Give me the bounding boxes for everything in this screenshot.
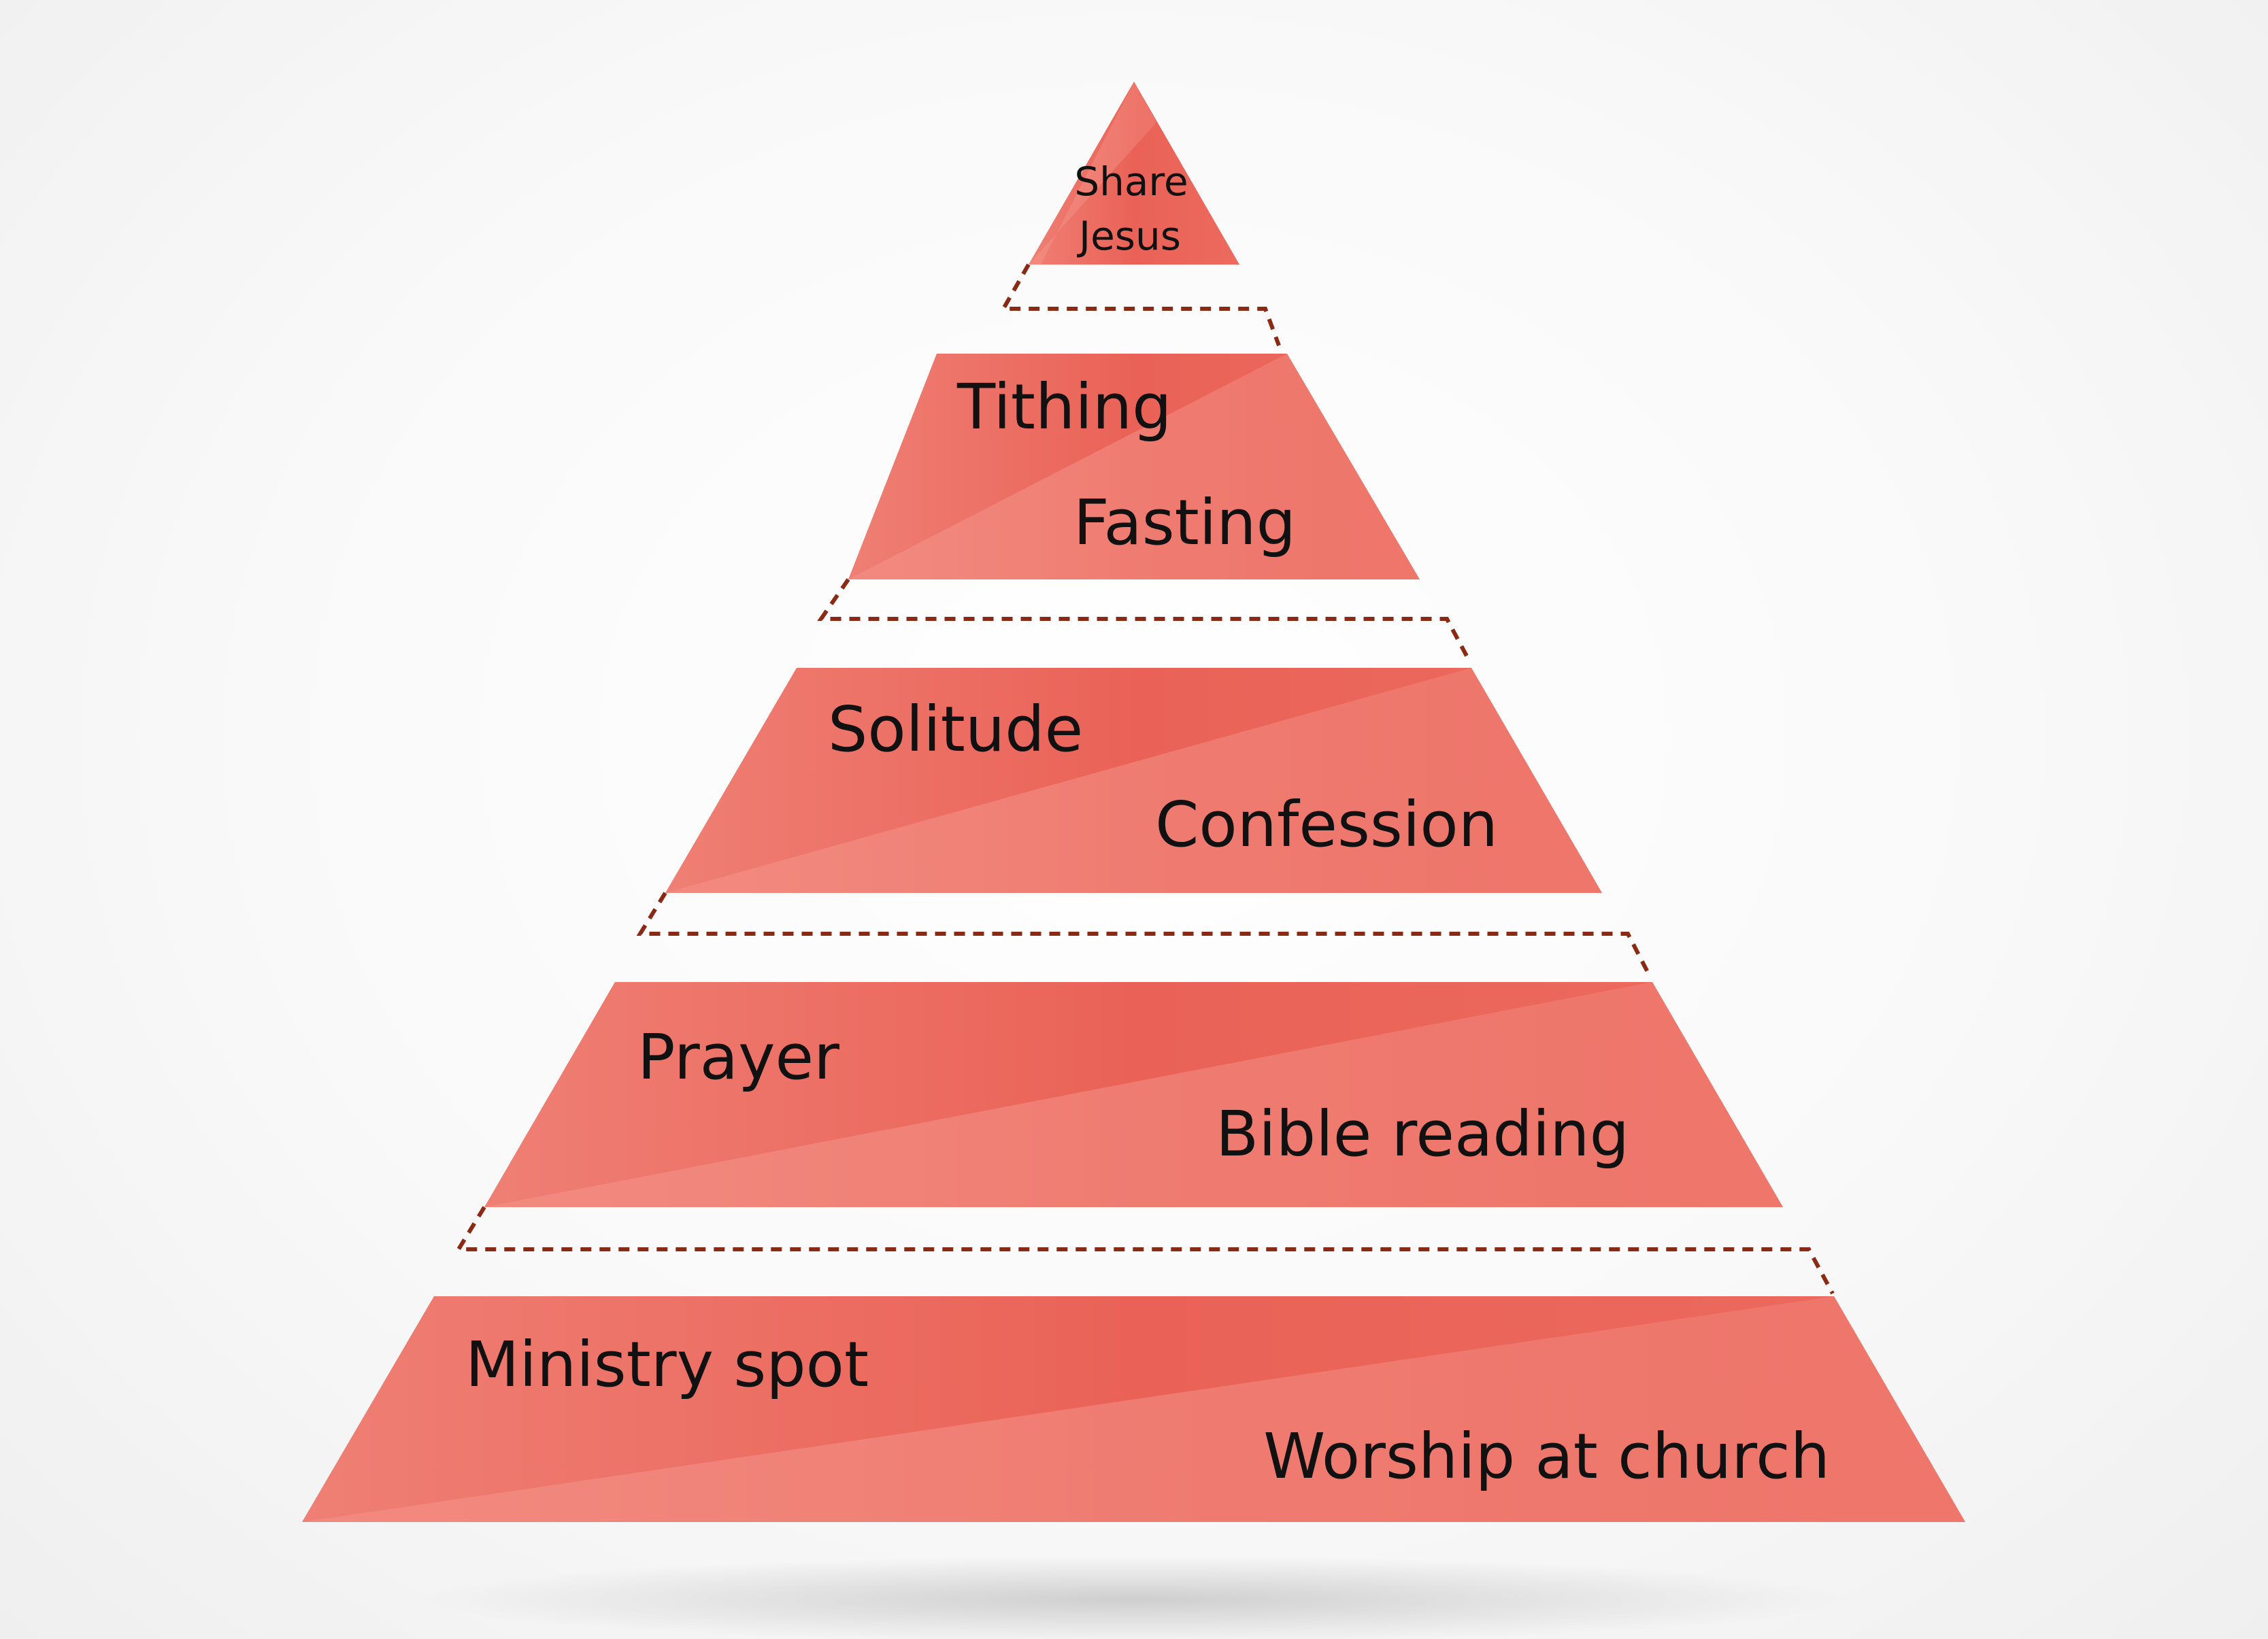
tier-2: Tithing Fasting: [848, 354, 1420, 579]
tier-5-label-top: Ministry spot: [465, 1328, 869, 1401]
tier-4: Prayer Bible reading: [484, 982, 1783, 1207]
tier-3: Solitude Confession: [665, 668, 1602, 893]
separator-2-line: [817, 578, 1471, 662]
tier-3-label-top: Solitude: [828, 693, 1083, 766]
tier-2-label-bottom: Fasting: [1073, 486, 1296, 559]
tier-1-label-bottom: Jesus: [1077, 213, 1181, 259]
tier-1: Share Jesus: [1029, 82, 1239, 265]
tier-1-highlight: [1029, 82, 1156, 265]
separator-3-line: [636, 892, 1652, 977]
tier-2-label-top: Tithing: [956, 371, 1172, 443]
pyramid-shadow: [420, 1555, 1848, 1639]
tier-5: Ministry spot Worship at church: [302, 1296, 1965, 1522]
tier-4-label-top: Prayer: [637, 1021, 839, 1094]
tier-1-label-top: Share: [1074, 158, 1188, 205]
tier-4-highlight: [484, 982, 1783, 1207]
tier-1-shape: [1029, 82, 1239, 265]
separator-4-line: [454, 1206, 1835, 1295]
tier-3-highlight: [665, 668, 1602, 893]
separator-4: [454, 1206, 1835, 1295]
tier-5-highlight: [302, 1296, 1965, 1522]
tier-5-label-bottom: Worship at church: [1263, 1420, 1830, 1493]
separator-1-line: [999, 263, 1281, 347]
tier-3-label-bottom: Confession: [1155, 788, 1498, 861]
separator-2: [817, 578, 1471, 662]
separator-3: [636, 892, 1652, 977]
tier-4-label-bottom: Bible reading: [1216, 1098, 1629, 1170]
tier-2-highlight: [848, 354, 1420, 579]
separator-1: [999, 263, 1281, 347]
